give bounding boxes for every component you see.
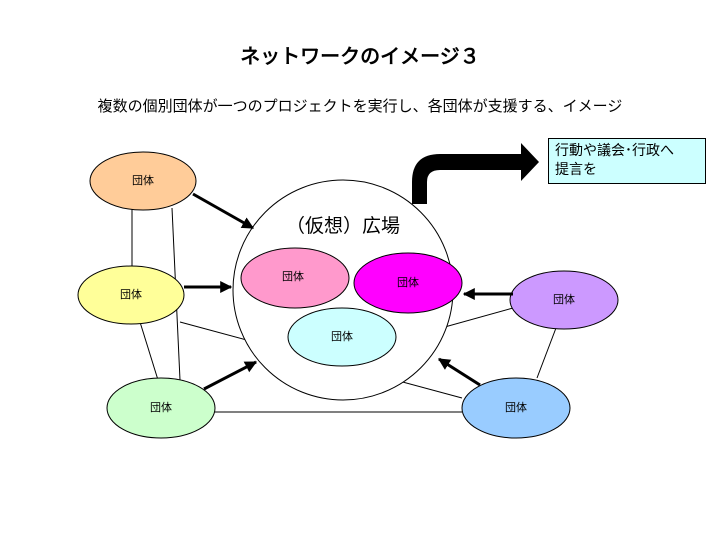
inner-group-label: 団体 [282,269,304,283]
support-arrows [184,192,513,391]
hub-label: （仮想）広場 [286,215,400,237]
proposal-callout: 行動や議会･行政へ 提言を [548,138,706,184]
outer-group-node-green [106,377,216,439]
connector-line [536,327,557,379]
inner-group-node-pink [240,247,350,309]
callout-line: 行動や議会･行政へ [555,143,674,159]
support-arrow [437,357,481,387]
outer-group-label: 団体 [120,287,142,301]
outer-group-node-orange [89,151,197,211]
callout-line: 提言を [555,162,597,178]
inner-group-label: 団体 [397,275,419,289]
support-arrow [192,192,255,230]
diagram-subtitle: 複数の個別団体が一つのプロジェクトを実行し、各団体が支援する、イメージ [97,97,623,115]
outer-group-node-yellow [77,265,185,325]
diagram-title: ネットワークのイメージ３ [240,44,480,68]
connector-line [139,321,159,381]
inner-group-node-cyan [287,307,397,367]
support-arrow [203,360,258,391]
outer-group-label: 団体 [505,400,527,414]
inner-group-label: 団体 [331,329,353,343]
outer-group-label: 団体 [150,400,172,414]
outer-group-label: 団体 [553,292,575,306]
outer-group-node-blue [461,377,571,439]
inner-group-node-magenta [353,252,463,314]
output-arrow [412,143,539,204]
outer-group-label: 団体 [132,173,154,187]
outer-group-node-purple [509,270,619,330]
